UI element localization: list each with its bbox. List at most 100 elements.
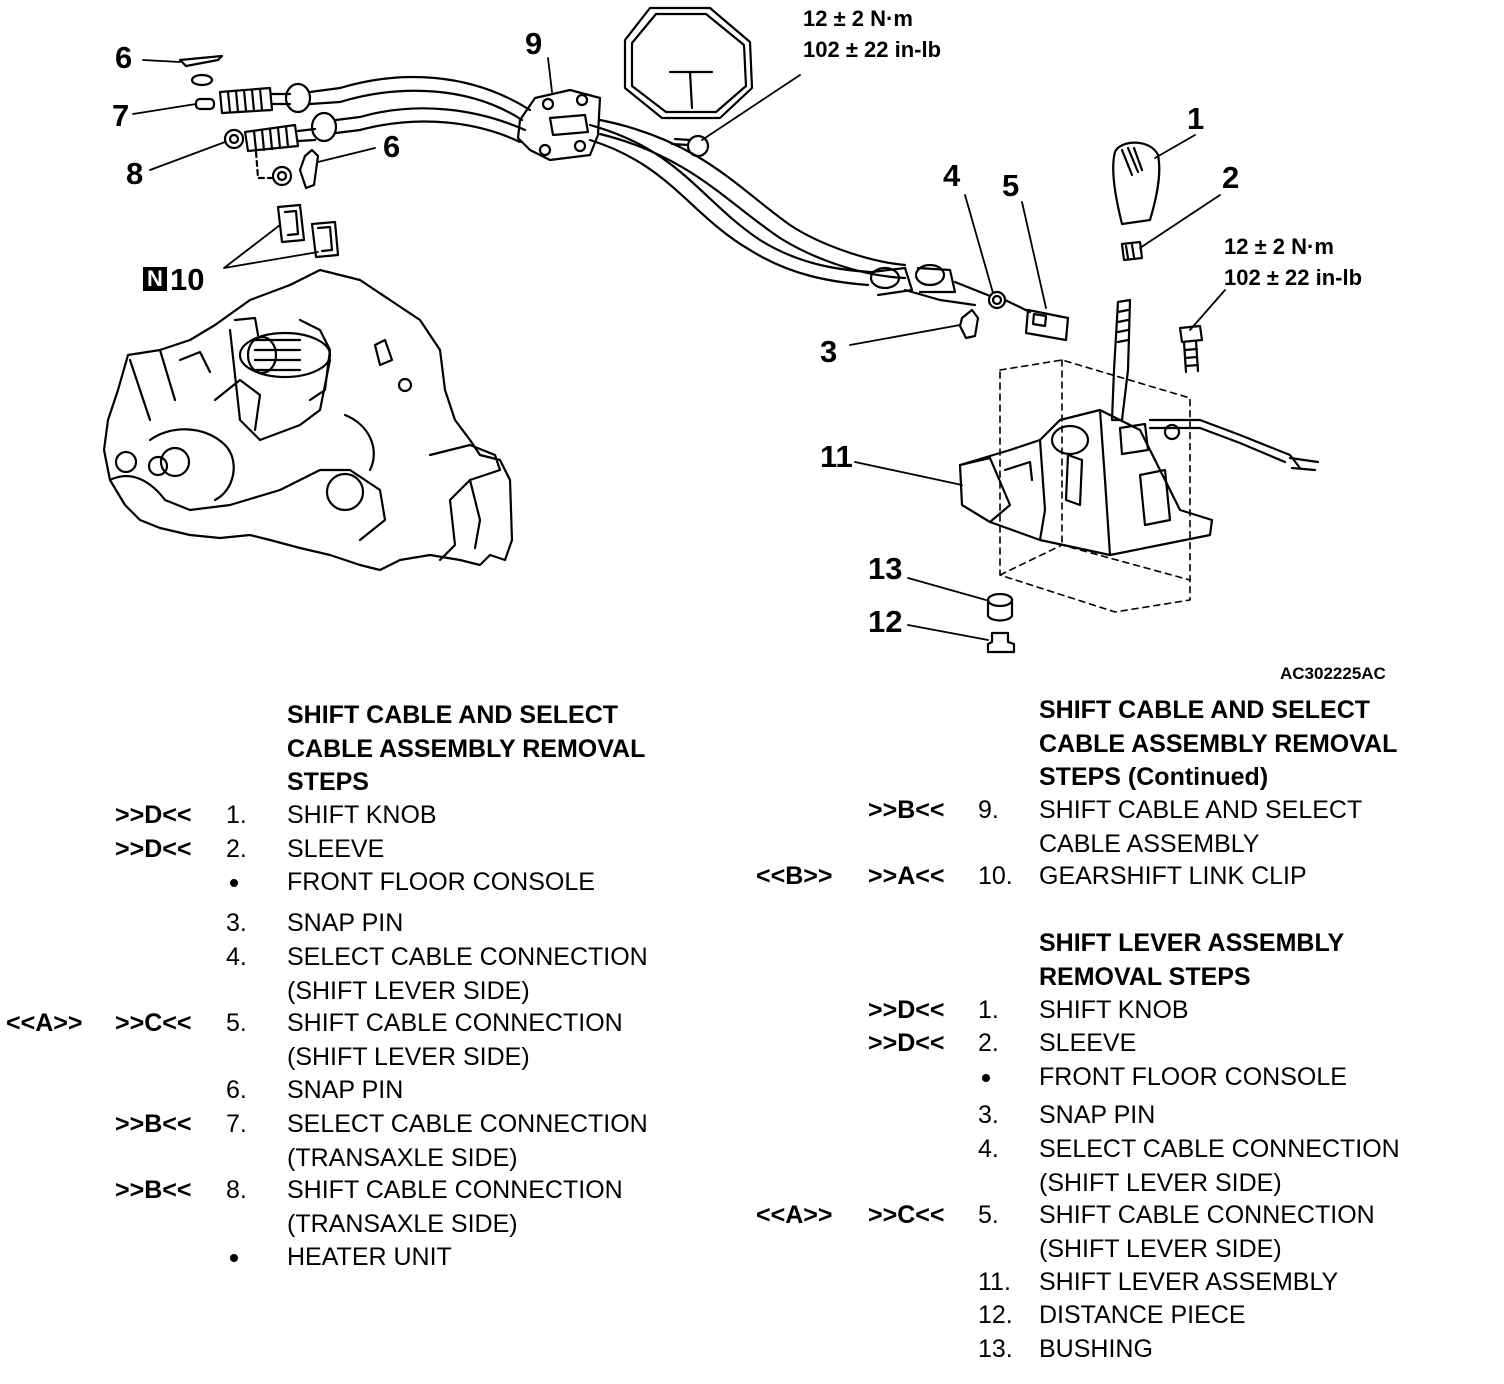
step-text: SNAP PIN — [1039, 1099, 1155, 1133]
step-text-line: FRONT FLOOR CONSOLE — [1039, 1063, 1347, 1091]
step-ref-install: >>C<< — [115, 1009, 192, 1037]
step-text: SELECT CABLE CONNECTION (SHIFT LEVER SIDE… — [1039, 1133, 1400, 1200]
step-number: 8. — [226, 1176, 247, 1204]
step-number: 5. — [226, 1009, 247, 1037]
step-bullet — [226, 1241, 238, 1275]
left-list-title: SHIFT CABLE AND SELECT CABLE ASSEMBLY RE… — [287, 699, 645, 800]
callout-12: 12 — [868, 604, 903, 639]
exploded-parts-diagram — [102, 6, 1320, 654]
right-title-line: STEPS (Continued) — [1039, 763, 1269, 791]
step-number: 12. — [978, 1301, 1013, 1329]
shift-select-cables — [338, 75, 1070, 342]
step-number: 6. — [226, 1076, 247, 1104]
step-ref-service: <<A>> — [6, 1009, 83, 1037]
step-text-line: CABLE ASSEMBLY — [1039, 829, 1260, 858]
bullet-icon — [982, 1074, 990, 1083]
step-text-line: GEARSHIFT LINK CLIP — [1039, 862, 1307, 890]
callout-2: 2 — [1222, 160, 1240, 195]
step-number: 4. — [978, 1135, 999, 1163]
step-text: FRONT FLOOR CONSOLE — [287, 866, 595, 900]
step-number: 2. — [226, 835, 247, 863]
step-text-line: DISTANCE PIECE — [1039, 1301, 1246, 1329]
transaxle-housing — [102, 268, 514, 572]
step-text: SELECT CABLE CONNECTION(TRANSAXLE SIDE) — [287, 1108, 648, 1175]
step-text-line: SHIFT CABLE CONNECTION — [287, 1176, 623, 1204]
tape-octagon — [623, 6, 754, 120]
shift-lever-assembly — [958, 298, 1320, 613]
figure-code: AC302225AC — [1280, 664, 1386, 683]
step-text-line: HEATER UNIT — [287, 1243, 452, 1271]
step-number: 5. — [978, 1201, 999, 1229]
torque-top-line1: 12 ± 2 N·m — [803, 6, 913, 31]
step-number: 11. — [978, 1268, 1011, 1296]
cable-bracket — [516, 88, 602, 162]
step-number: 7. — [226, 1110, 247, 1138]
right-title2-line: REMOVAL STEPS — [1039, 962, 1251, 991]
step-text-line: SNAP PIN — [1039, 1101, 1156, 1129]
step-text-line: (SHIFT LEVER SIDE) — [287, 976, 530, 1005]
step-text: GEARSHIFT LINK CLIP — [1039, 860, 1307, 894]
step-text-line: SELECT CABLE CONNECTION — [1039, 1135, 1400, 1163]
step-ref-install: >>B<< — [115, 1110, 192, 1138]
torque-right-line1: 12 ± 2 N·m — [1224, 234, 1334, 259]
step-number: 10. — [978, 862, 1013, 890]
bracket-bolt — [670, 134, 710, 158]
distance-piece — [986, 631, 1016, 654]
callout-6-top: 6 — [115, 40, 133, 75]
torque-right-line2: 102 ± 22 in-lb — [1224, 265, 1363, 290]
callout-13: 13 — [868, 551, 903, 586]
step-text-line: SHIFT KNOB — [1039, 996, 1189, 1024]
step-ref-service: <<B>> — [756, 862, 833, 890]
left-title-line: CABLE ASSEMBLY REMOVAL — [287, 734, 646, 763]
step-text: SHIFT CABLE CONNECTION (SHIFT LEVER SIDE) — [1039, 1199, 1375, 1266]
callout-11: 11 — [820, 439, 853, 474]
callout-1: 1 — [1187, 101, 1205, 136]
torque-spec-top: 12 ± 2 N·m 102 ± 22 in-lb — [803, 3, 941, 65]
step-text: SHIFT KNOB — [1039, 994, 1189, 1028]
step-ref-install: >>D<< — [868, 996, 945, 1024]
right-title-line: SHIFT CABLE AND SELECT — [1039, 696, 1371, 724]
step-text-line: SELECT CABLE CONNECTION — [287, 1110, 648, 1138]
step-text-line: SHIFT CABLE CONNECTION — [287, 1009, 623, 1037]
step-ref-install: >>D<< — [115, 835, 192, 863]
leader-lines — [132, 57, 1226, 641]
step-text-line: (SHIFT LEVER SIDE) — [287, 1042, 530, 1071]
step-text-line: BUSHING — [1039, 1335, 1153, 1363]
step-text-line: SHIFT CABLE CONNECTION — [1039, 1201, 1375, 1229]
sleeve — [1120, 240, 1144, 262]
step-ref-install: >>A<< — [868, 862, 945, 890]
step-ref-install: >>B<< — [868, 796, 945, 824]
step-text: SHIFT CABLE AND SELECT CABLE ASSEMBLY — [1039, 794, 1362, 861]
step-text: HEATER UNIT — [287, 1241, 452, 1275]
step-text: SHIFT CABLE CONNECTION(TRANSAXLE SIDE) — [287, 1174, 623, 1241]
step-text-line: (SHIFT LEVER SIDE) — [1039, 1168, 1282, 1197]
step-text-line: SLEEVE — [1039, 1029, 1137, 1057]
step-number: 9. — [978, 796, 999, 824]
callout-10-number: 10 — [170, 262, 205, 297]
step-text: BUSHING — [1039, 1333, 1153, 1367]
right-title-line: CABLE ASSEMBLY REMOVAL — [1039, 729, 1398, 758]
step-ref-install: >>C<< — [868, 1201, 945, 1229]
step-ref-service: <<A>> — [756, 1201, 833, 1229]
step-text-line: SNAP PIN — [287, 909, 404, 937]
step-number: 3. — [978, 1101, 999, 1129]
transaxle-side-cable-ends — [178, 54, 362, 259]
step-text-line: SLEEVE — [287, 835, 385, 863]
callout-3: 3 — [820, 334, 838, 369]
bullet-icon — [230, 879, 238, 888]
step-text-line: SELECT CABLE CONNECTION — [287, 943, 648, 971]
step-text: SHIFT LEVER ASSEMBLY — [1039, 1266, 1338, 1300]
step-number: 13. — [978, 1335, 1013, 1363]
step-number: 4. — [226, 943, 247, 971]
torque-spec-right: 12 ± 2 N·m 102 ± 22 in-lb — [1224, 231, 1362, 293]
torque-top-line2: 102 ± 22 in-lb — [803, 37, 942, 62]
step-text-line: (SHIFT LEVER SIDE) — [1039, 1234, 1282, 1263]
step-text-line: SHIFT KNOB — [287, 801, 437, 829]
step-text-line: SHIFT CABLE AND SELECT — [1039, 796, 1363, 824]
callout-8: 8 — [126, 156, 144, 191]
bushing — [986, 592, 1014, 622]
shift-knob — [1112, 141, 1161, 226]
callout-7: 7 — [112, 98, 130, 133]
right-list-title: SHIFT CABLE AND SELECT CABLE ASSEMBLY RE… — [1039, 694, 1397, 795]
